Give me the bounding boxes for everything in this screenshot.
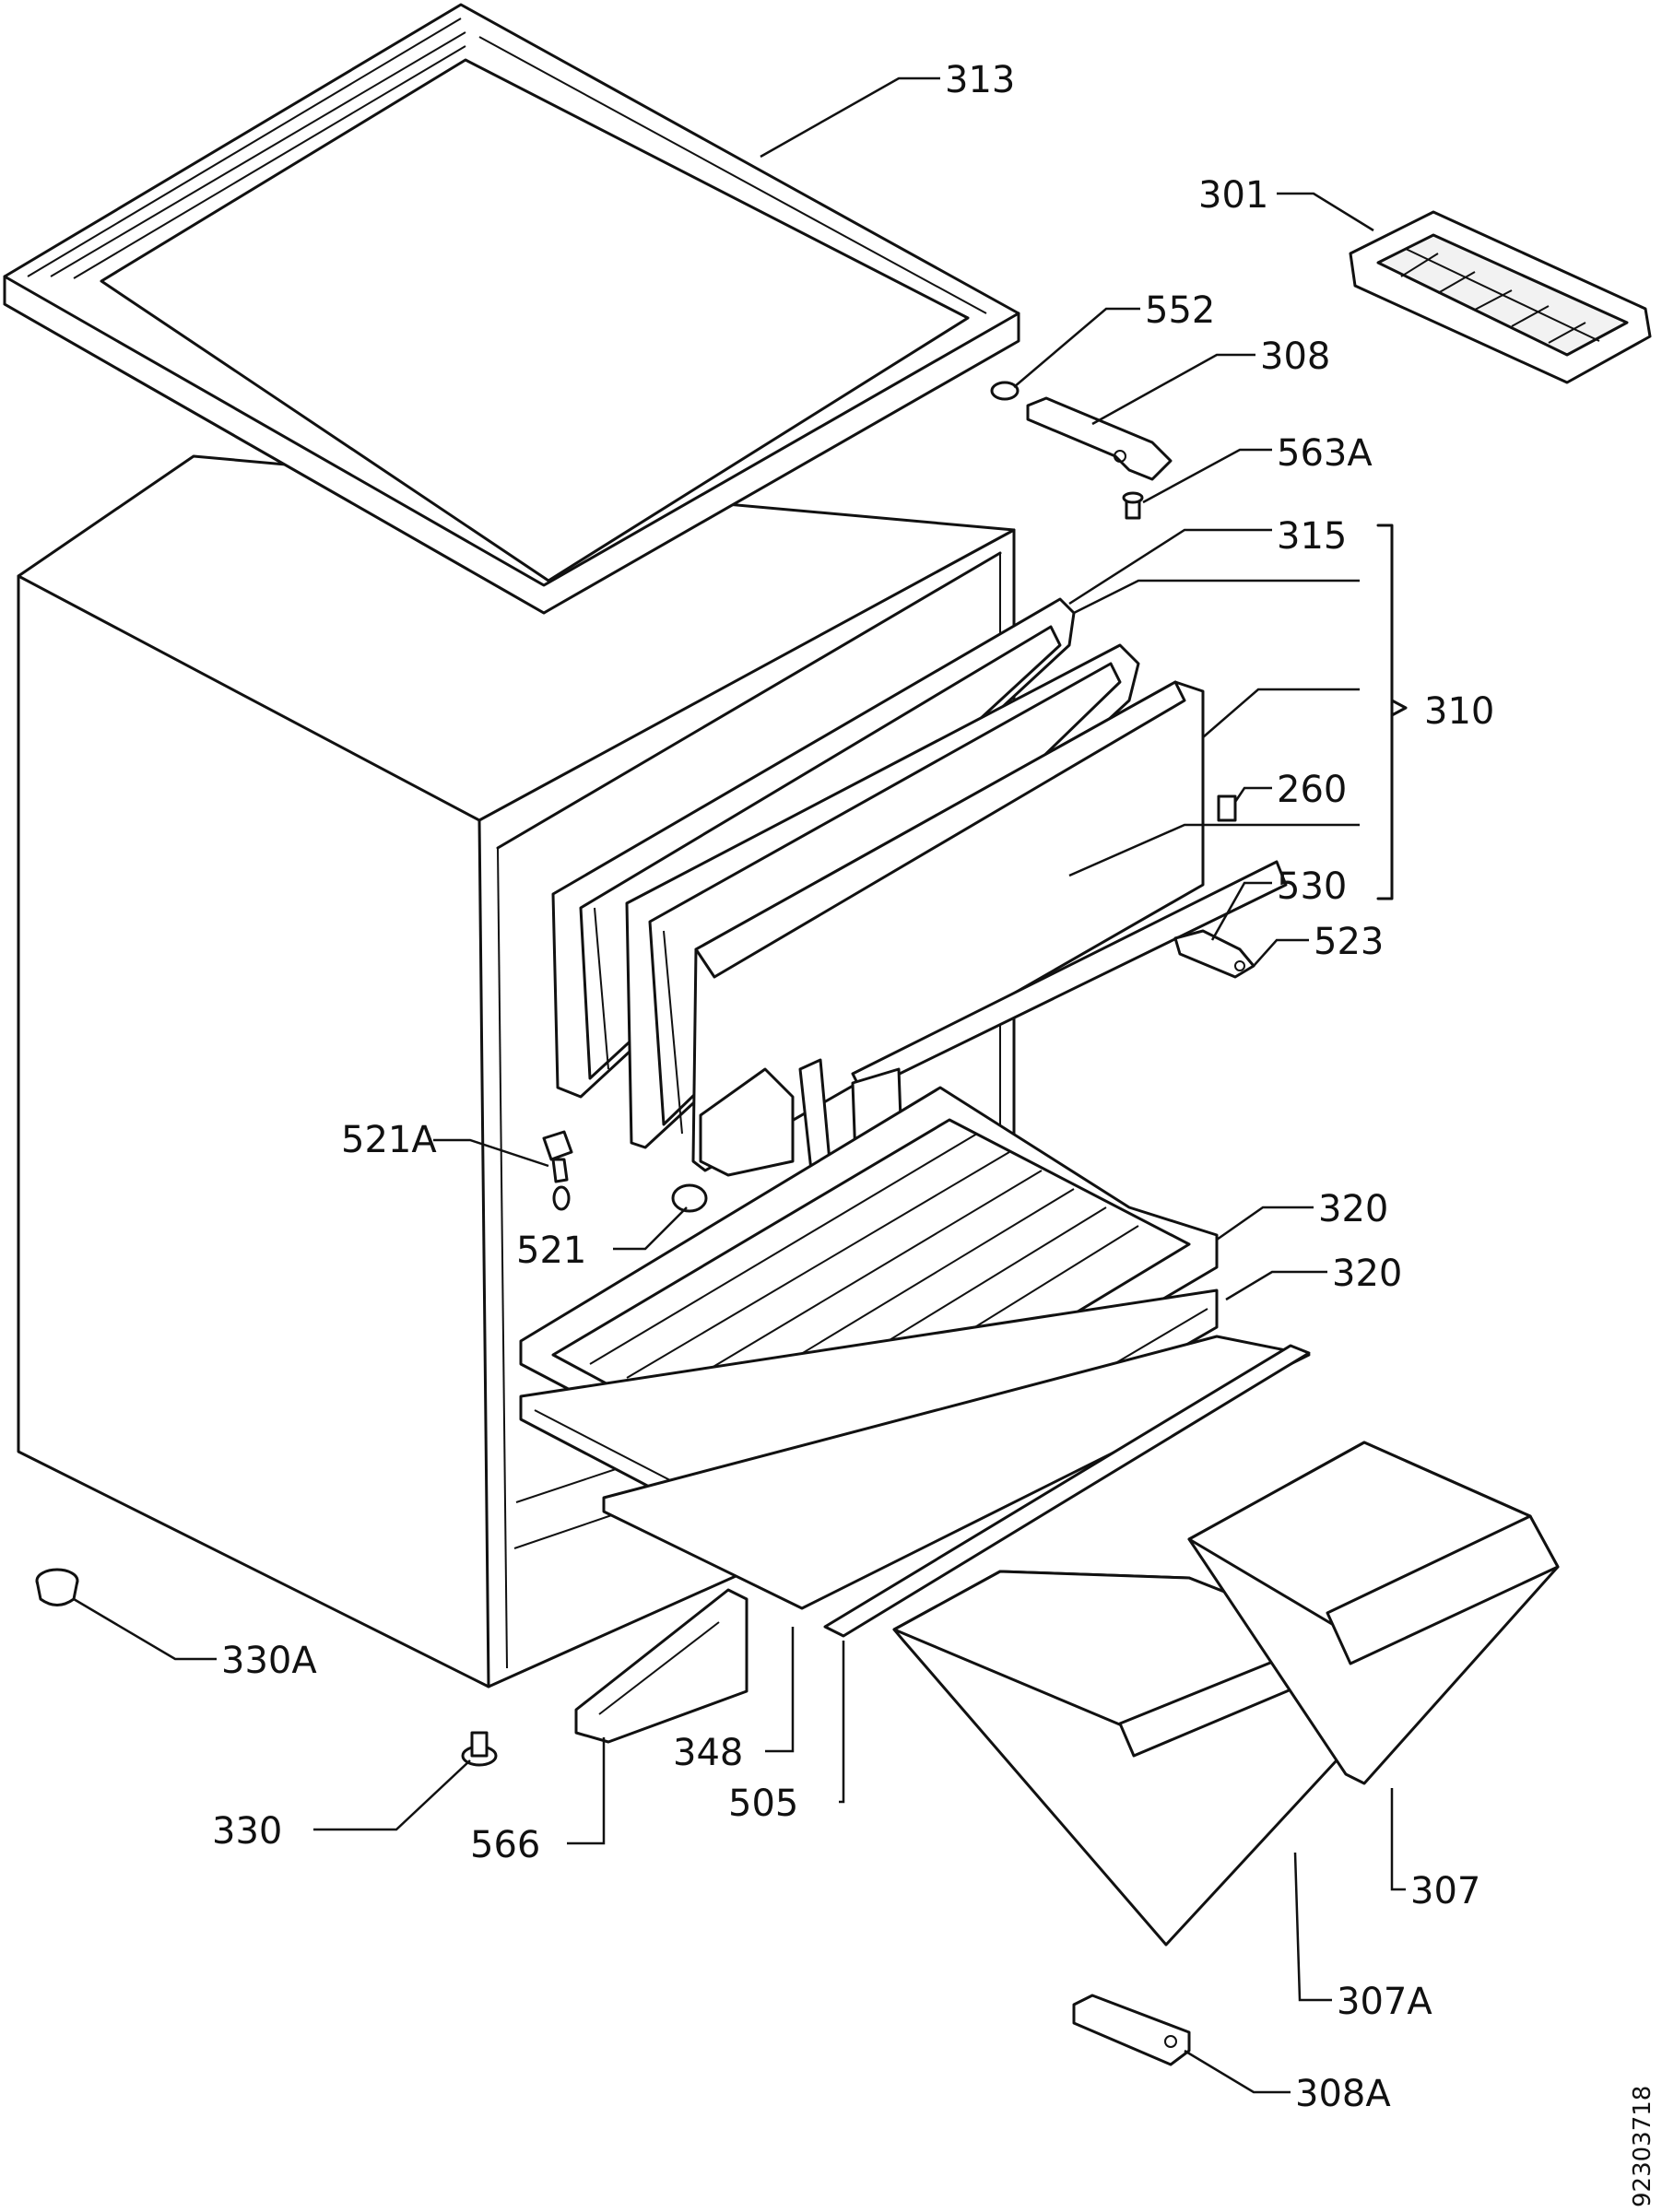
bracket-310 <box>1376 524 1408 900</box>
label-505: 505 <box>728 1783 798 1825</box>
switch-521 <box>671 1183 708 1213</box>
crisper-307 <box>1187 1441 1560 1785</box>
label-563A: 563A <box>1277 432 1373 475</box>
label-320-lower: 320 <box>1332 1253 1402 1295</box>
label-348: 348 <box>673 1732 743 1774</box>
label-313: 313 <box>945 59 1015 101</box>
label-260: 260 <box>1277 769 1347 811</box>
ice-tray-301 <box>1349 210 1652 384</box>
rail-505 <box>823 1344 1311 1638</box>
label-566: 566 <box>470 1824 540 1866</box>
lamp-holder-521A <box>542 1130 573 1211</box>
part-labels: 313 301 552 308 563A 315 310 260 530 523… <box>212 59 1656 2207</box>
label-307: 307 <box>1410 1870 1480 1912</box>
label-320-upper: 320 <box>1318 1188 1388 1230</box>
foot-330A <box>35 1568 79 1606</box>
cap-552 <box>990 381 1020 401</box>
label-301: 301 <box>1198 174 1268 217</box>
cover-grille <box>27 18 987 314</box>
label-310: 310 <box>1424 690 1494 733</box>
bottom-plate-348 <box>602 1335 1311 1610</box>
label-330: 330 <box>212 1810 282 1853</box>
screw-foot-330 <box>461 1731 498 1767</box>
label-521A: 521A <box>341 1119 437 1161</box>
label-308: 308 <box>1260 335 1330 378</box>
label-552: 552 <box>1145 289 1215 332</box>
label-315: 315 <box>1277 515 1347 558</box>
door-panel-310 <box>691 680 1205 1177</box>
hinge-308A <box>1072 1994 1191 2066</box>
document-number: 92303718 <box>1629 2086 1656 2207</box>
label-308A: 308A <box>1295 2073 1391 2115</box>
shelf-holder-566 <box>574 1588 748 1744</box>
hinge-308 <box>1026 396 1173 481</box>
top-cover-313 <box>3 3 1020 615</box>
label-523: 523 <box>1314 921 1384 963</box>
label-330A: 330A <box>221 1640 317 1682</box>
label-530: 530 <box>1277 865 1347 908</box>
label-307A: 307A <box>1337 1981 1432 2023</box>
leader-lines <box>73 76 1406 2094</box>
label-521: 521 <box>516 1230 586 1272</box>
hinge-pin-563A <box>1122 491 1144 520</box>
part-260 <box>1217 794 1237 822</box>
